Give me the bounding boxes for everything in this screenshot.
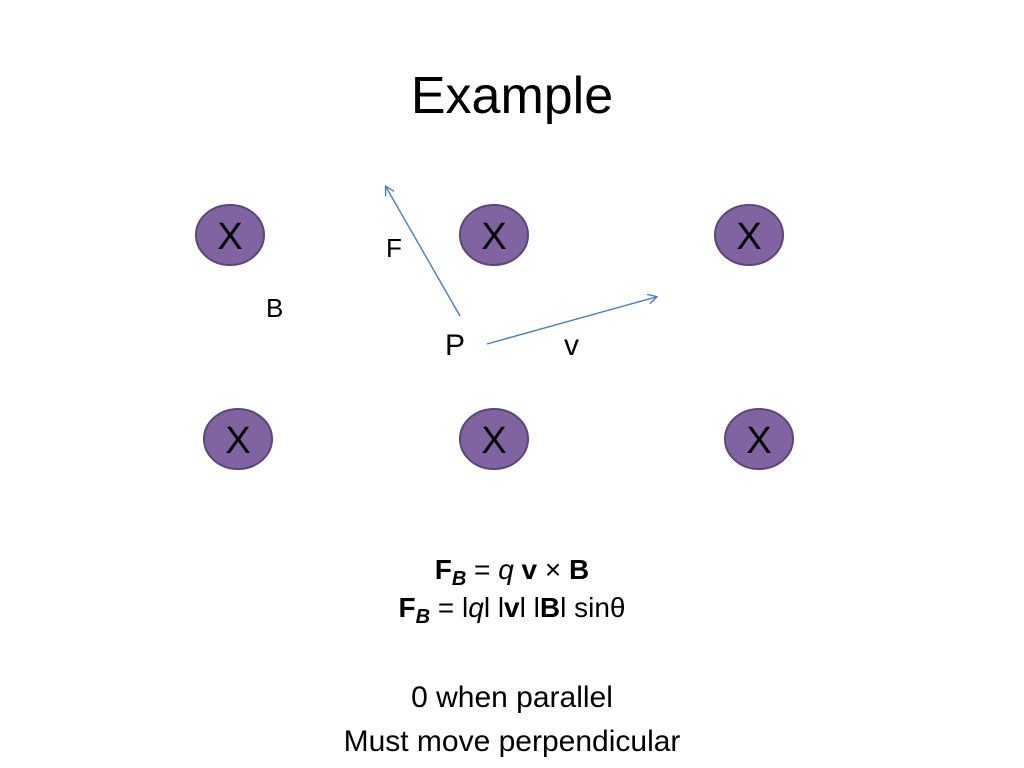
force-symbol: F [398, 592, 416, 623]
field-marker: X [724, 408, 794, 470]
note-parallel: 0 when parallel [411, 681, 613, 714]
field-marker: X [203, 408, 273, 470]
charge-symbol: q [468, 592, 484, 623]
slide-title: Example [410, 67, 614, 125]
space [514, 554, 522, 585]
force-subscript: B [451, 568, 467, 590]
point-label: P [445, 329, 466, 362]
bars: l l [519, 592, 540, 623]
force-label: F [386, 233, 402, 263]
equals-sign: = [466, 554, 499, 585]
velocity-arrow [486, 297, 656, 345]
magnitude-formula: FB = lql lvl lBl sinθ [0, 591, 1024, 628]
field-marker: X [714, 204, 784, 266]
velocity-symbol: v [504, 592, 520, 623]
field-symbol: B [569, 554, 590, 585]
force-arrow [386, 187, 461, 317]
field-marker-label: X [217, 216, 242, 258]
force-symbol: F [434, 554, 452, 585]
field-label: B [266, 293, 284, 323]
field-marker-label: X [481, 420, 506, 462]
velocity-symbol: v [521, 554, 538, 585]
field-marker-label: X [746, 420, 771, 462]
field-marker: X [195, 204, 265, 266]
field-symbol: B [539, 592, 561, 623]
sine-term: l sinθ [560, 592, 626, 623]
velocity-label: v [564, 329, 579, 362]
equals-sign: = l [430, 592, 469, 623]
force-subscript: B [415, 606, 431, 628]
note-perpendicular: Must move perpendicular [343, 725, 681, 758]
cross-sign: × [537, 554, 570, 585]
field-marker-label: X [736, 216, 761, 258]
cross-product-formula: FB = q v × B [0, 553, 1024, 590]
charge-symbol: q [498, 554, 514, 585]
field-marker: X [459, 408, 529, 470]
field-marker: X [459, 204, 529, 266]
bars: l l [483, 592, 505, 623]
field-marker-label: X [225, 420, 250, 462]
field-marker-label: X [481, 216, 506, 258]
